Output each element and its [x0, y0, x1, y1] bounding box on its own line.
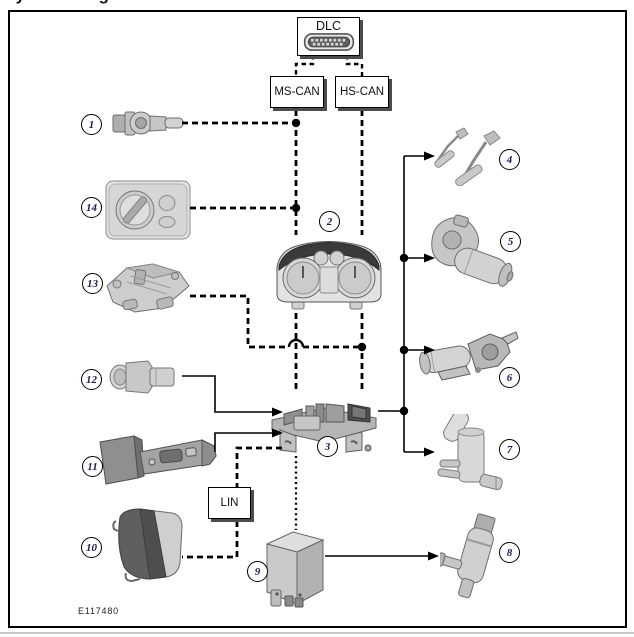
cropped-page-heading: System Diagram [4, 0, 141, 5]
callout-8: 8 [499, 542, 520, 563]
item-10-rain-sensor-image [112, 508, 183, 583]
callout-4: 4 [499, 149, 520, 170]
callout-6: 6 [499, 367, 520, 388]
diagram-border-frame [8, 10, 627, 628]
figure-code: E117480 [78, 606, 119, 616]
callout-3: 3 [317, 436, 338, 457]
page-bottom-divider [0, 632, 634, 634]
hs-can-label: HS-CAN [339, 86, 385, 98]
item-12-switch-image [109, 360, 175, 394]
item-9-relay-module-image [265, 531, 325, 608]
callout-12: 12 [81, 369, 102, 390]
item-5-wiper-motor-image [431, 214, 514, 287]
dlc-node: DLC [297, 17, 360, 56]
item-4-wiper-arms-image [434, 127, 501, 186]
ms-can-label: MS-CAN [274, 86, 320, 98]
callout-5: 5 [500, 231, 521, 252]
item-11-wiper-switch-stalk-image [99, 435, 217, 485]
hs-can-node: HS-CAN [335, 76, 389, 108]
callout-2: 2 [319, 211, 340, 232]
callout-13: 13 [82, 273, 103, 294]
callout-7: 7 [499, 439, 520, 460]
item-8-washer-pump-image [440, 513, 496, 599]
item-3-central-junction-box-image [271, 403, 377, 453]
obd-connector-icon [303, 33, 354, 51]
callout-1: 1 [81, 114, 102, 135]
item-14-headlamp-switch-image [105, 180, 191, 240]
callout-14: 14 [81, 197, 102, 218]
callout-10: 10 [81, 537, 102, 558]
ms-can-node: MS-CAN [270, 76, 324, 108]
item-1-sensor-image [112, 111, 184, 136]
lin-label: LIN [220, 497, 239, 509]
dlc-label: DLC [315, 19, 341, 33]
item-2-instrument-cluster-image [276, 241, 382, 310]
lin-node: LIN [208, 487, 251, 519]
item-7-washer-pump-housing-image [437, 414, 503, 491]
callout-9: 9 [247, 561, 268, 582]
item-13-module-image [106, 263, 190, 313]
callout-11: 11 [82, 456, 103, 477]
